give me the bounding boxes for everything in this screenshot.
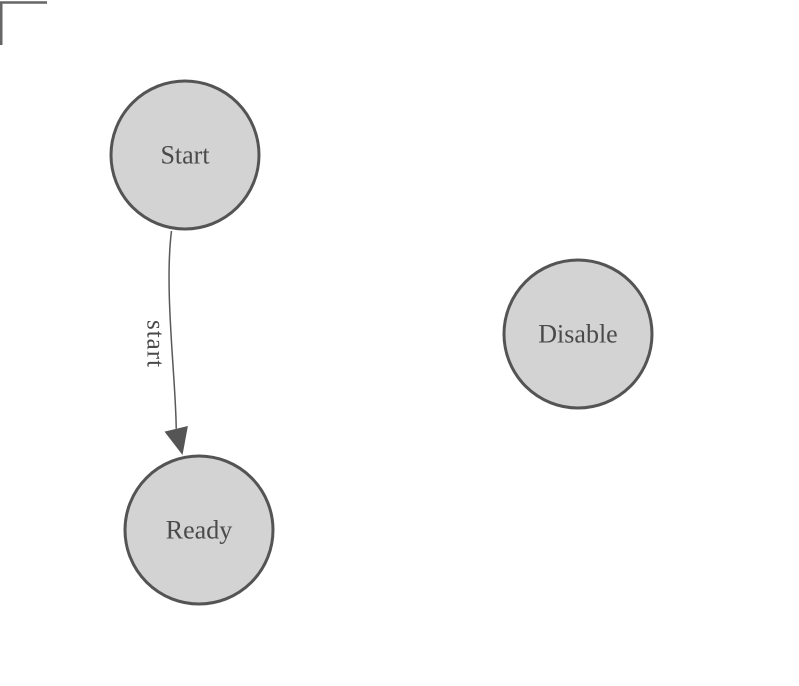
transition-label-group: start	[142, 320, 169, 368]
state-label: Ready	[166, 516, 232, 545]
state-node-ready[interactable]: Ready	[123, 454, 275, 606]
arrowhead-icon	[164, 426, 188, 455]
state-circle[interactable]	[502, 258, 654, 410]
state-label: Disable	[538, 320, 617, 349]
state-node-start[interactable]: Start	[109, 79, 261, 231]
canvas-corner-mark-icon	[0, 1, 47, 45]
state-circle[interactable]	[109, 79, 261, 231]
state-label: Start	[160, 141, 210, 170]
transition-path[interactable]	[168, 230, 177, 429]
transition-label: start	[142, 320, 169, 368]
transition-edge-start-ready[interactable]	[164, 230, 188, 455]
state-node-disable[interactable]: Disable	[502, 258, 654, 410]
state-circle[interactable]	[123, 454, 275, 606]
